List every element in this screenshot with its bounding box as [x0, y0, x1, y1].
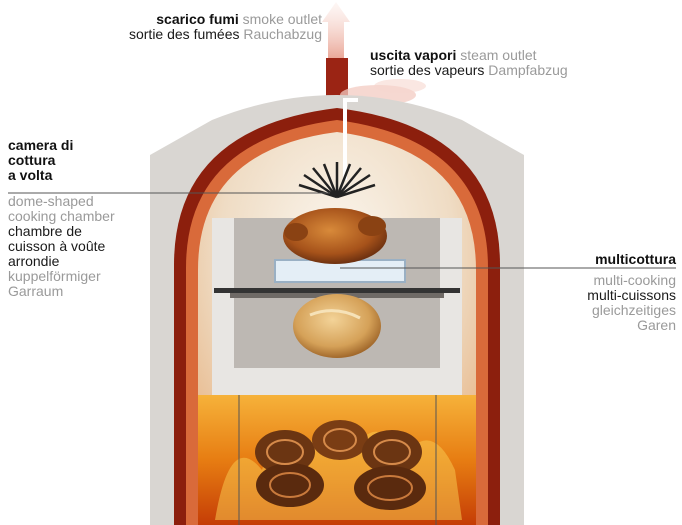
smoke-outlet-it: scarico fumi: [156, 11, 238, 27]
dome-de-2: Garraum: [8, 284, 158, 299]
steam-outlet-de: Dampfabzug: [488, 62, 567, 78]
label-dome-chamber: camera di cottura a volta dome-shaped co…: [8, 138, 158, 299]
dome-en-2: cooking chamber: [8, 209, 158, 224]
multi-en: multi-cooking: [516, 273, 676, 288]
dome-fr-1: chambre de: [8, 224, 158, 239]
multi-de-1: gleichzeitiges: [516, 303, 676, 318]
label-multi-cooking: multicottura multi-cooking multi-cuisson…: [516, 252, 676, 333]
smoke-outlet-fr: sortie des fumées: [129, 26, 240, 42]
steam-outlet-fr: sortie des vapeurs: [370, 62, 484, 78]
steam-outlet-en: steam outlet: [460, 47, 536, 63]
roast-chicken: [283, 208, 387, 264]
multi-it: multicottura: [516, 252, 676, 267]
fire-box: [198, 395, 476, 525]
dome-it-2: cottura: [8, 153, 158, 168]
dome-it-1: camera di: [8, 138, 158, 153]
dome-fr-3: arrondie: [8, 254, 158, 269]
dome-fr-2: cuisson à voûte: [8, 239, 158, 254]
steam-outlet-it: uscita vapori: [370, 47, 456, 63]
multi-de-2: Garen: [516, 318, 676, 333]
label-steam-outlet: uscita vapori steam outlet sortie des va…: [370, 48, 670, 78]
smoke-outlet-en: smoke outlet: [243, 11, 322, 27]
dome-it-3: a volta: [8, 168, 158, 183]
label-smoke-outlet: scarico fumi smoke outlet sortie des fum…: [60, 12, 322, 42]
bread: [293, 294, 381, 358]
multi-fr: multi-cuissons: [516, 288, 676, 303]
smoke-outlet-de: Rauchabzug: [243, 26, 322, 42]
dome-de-1: kuppelförmiger: [8, 269, 158, 284]
smoke-plume: [322, 2, 350, 60]
dome-en-1: dome-shaped: [8, 194, 158, 209]
